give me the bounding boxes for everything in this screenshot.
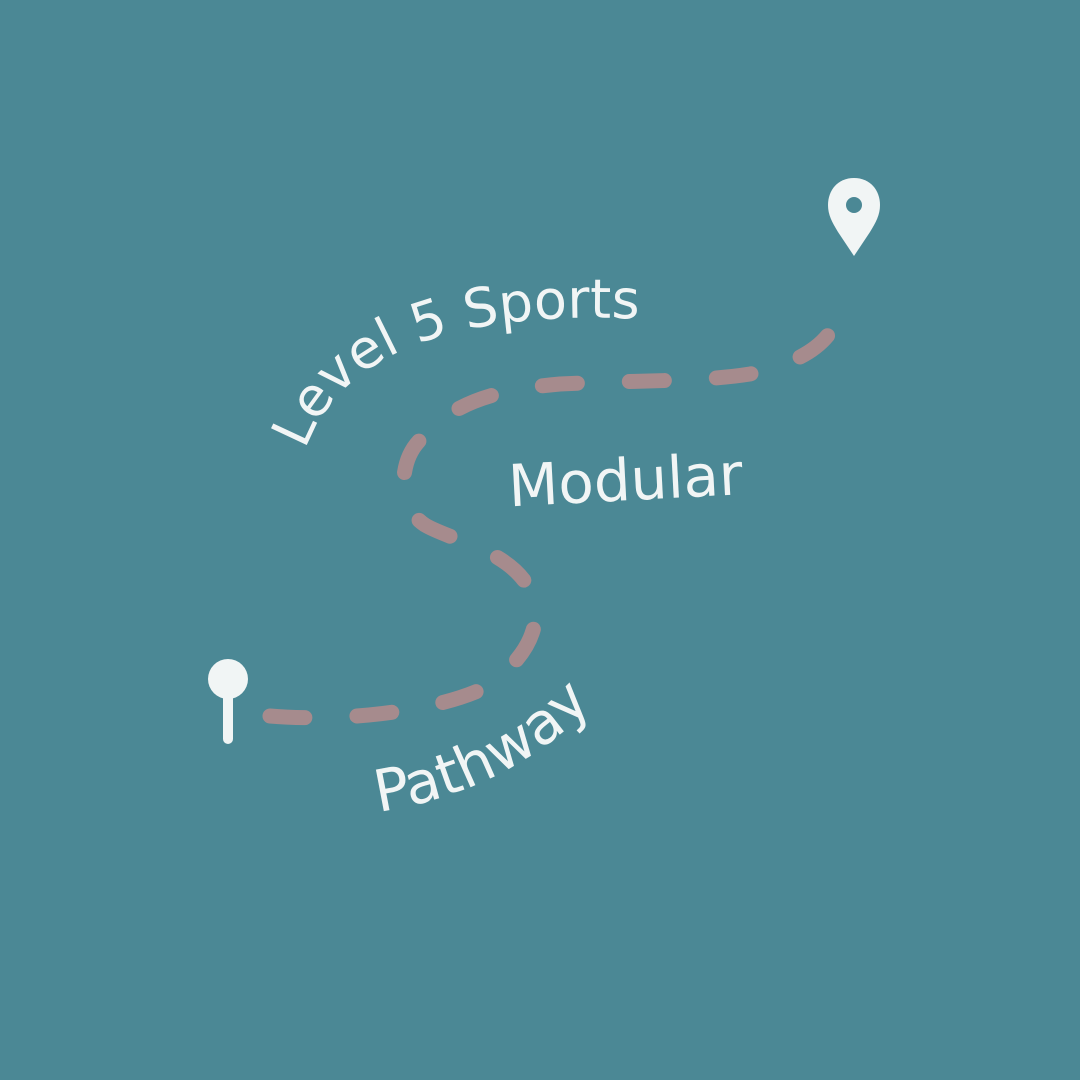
title-line-3: Pathway <box>368 665 602 826</box>
map-marker-icon <box>828 178 880 256</box>
title-line-1: Level 5 Sports <box>259 268 641 456</box>
title-line-2: Modular <box>506 440 744 520</box>
start-pin-icon <box>208 659 248 744</box>
dashed-route <box>262 282 853 726</box>
